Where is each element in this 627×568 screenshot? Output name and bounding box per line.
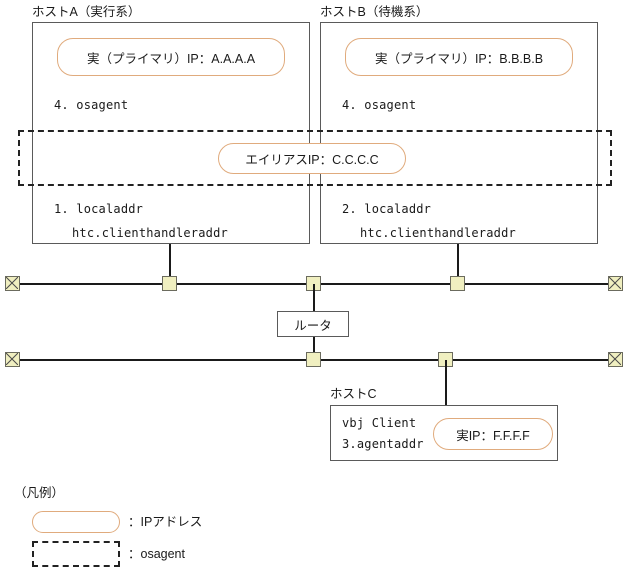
host-b-title: ホストB（待機系） <box>320 5 429 19</box>
host-c-real-ip-pill: 実IP：F.F.F.F <box>433 418 553 450</box>
legend-ip-label: ：IPアドレス <box>128 515 203 529</box>
upper-bus-node-host-a <box>162 276 177 291</box>
router-label: ルータ <box>294 318 332 333</box>
legend-osagent-dashed-icon <box>32 541 120 567</box>
router-upper-link-line <box>313 284 315 311</box>
host-b-drop-line <box>457 244 459 284</box>
host-b-primary-ip-text: 実（プライマリ）IP：B.B.B.B <box>374 51 544 66</box>
host-a-localaddr-label: 1. localaddr <box>54 202 144 216</box>
host-c-client-label: vbj Client <box>342 416 417 430</box>
alias-ip-pill: エイリアスIP：C.C.C.C <box>218 143 406 174</box>
legend-heading: （凡例） <box>14 486 65 500</box>
host-c-real-ip-text: 実IP：F.F.F.F <box>456 428 530 443</box>
host-a-osagent-label: 4. osagent <box>54 98 129 112</box>
host-c-title: ホストC <box>330 387 377 401</box>
router-box: ルータ <box>277 311 349 337</box>
host-a-handleraddr-label: htc.clienthandleraddr <box>72 226 228 240</box>
host-c-drop-line <box>445 360 447 405</box>
host-a-drop-line <box>169 244 171 284</box>
upper-bus-left-terminator-icon <box>5 276 20 291</box>
host-b-primary-ip-pill: 実（プライマリ）IP：B.B.B.B <box>345 38 573 76</box>
host-b-box <box>320 22 598 244</box>
lower-bus-right-terminator-icon <box>608 352 623 367</box>
lower-bus-node-router <box>306 352 321 367</box>
host-a-primary-ip-text: 実（プライマリ）IP：A.A.A.A <box>86 51 256 66</box>
upper-bus-node-host-b <box>450 276 465 291</box>
legend-osagent-label: ：osagent <box>128 547 185 561</box>
host-b-handleraddr-label: htc.clienthandleraddr <box>360 226 516 240</box>
router-lower-link-line <box>313 337 315 361</box>
host-a-title: ホストA（実行系） <box>32 5 141 19</box>
host-b-osagent-label: 4. osagent <box>342 98 417 112</box>
host-a-primary-ip-pill: 実（プライマリ）IP：A.A.A.A <box>57 38 285 76</box>
upper-bus-right-terminator-icon <box>608 276 623 291</box>
host-b-localaddr-label: 2. localaddr <box>342 202 432 216</box>
alias-ip-text: エイリアスIP：C.C.C.C <box>245 153 379 167</box>
lower-bus-left-terminator-icon <box>5 352 20 367</box>
host-c-box <box>330 405 558 461</box>
osagent-dashed-region <box>18 130 612 186</box>
legend-ip-pill-icon <box>32 511 120 533</box>
host-a-box <box>32 22 310 244</box>
host-c-agentaddr-label: 3.agentaddr <box>342 437 424 451</box>
